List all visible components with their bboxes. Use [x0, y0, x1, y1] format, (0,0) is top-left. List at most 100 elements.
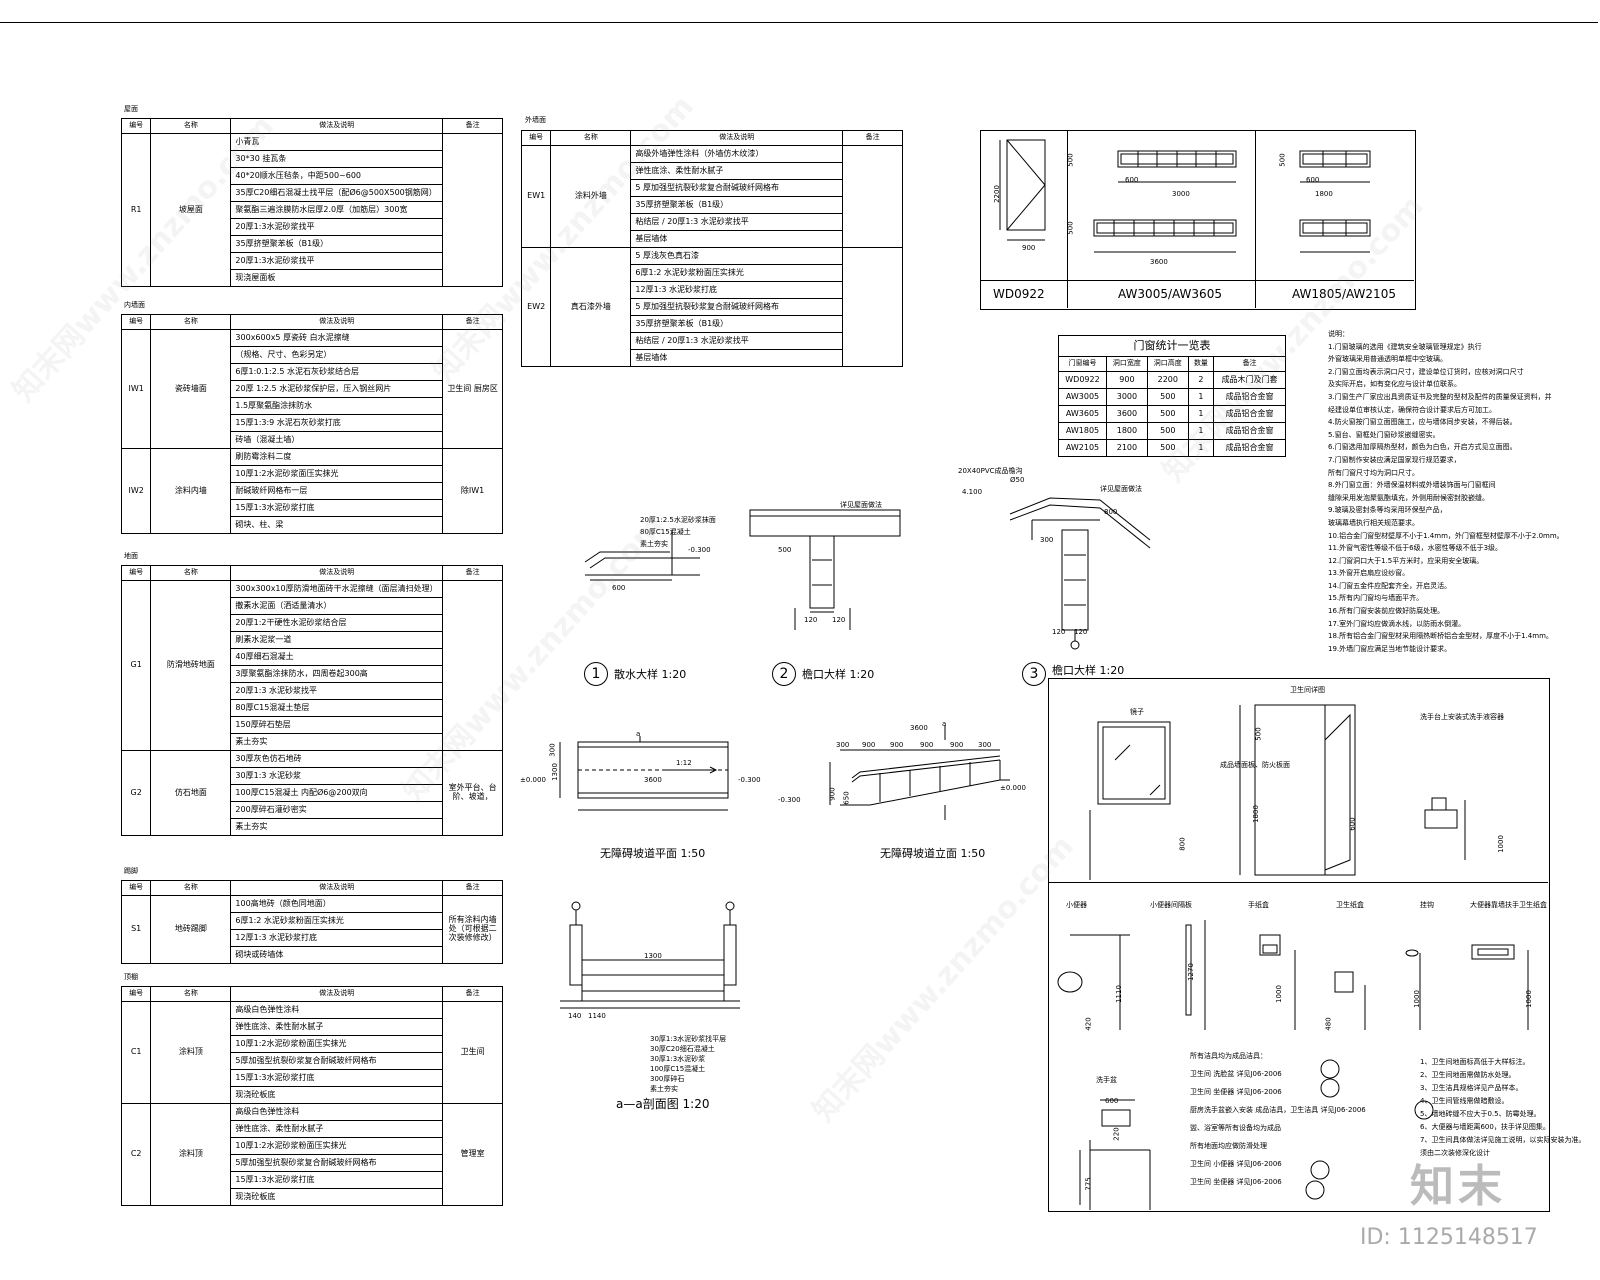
- toilet-label-a: 洗手台上安装式洗手液容器: [1420, 713, 1504, 721]
- detail-2-drawing: [749, 509, 901, 630]
- dim-a1-total: 3000: [1172, 190, 1190, 198]
- notes-line: 16.所有门窗安装前应做好防腐处理。: [1328, 607, 1445, 616]
- ceiling-remark: 管理室: [442, 1103, 503, 1206]
- ramp-elev-e1: ±0.000: [1000, 784, 1026, 792]
- floor-item: 素土夯实: [230, 818, 444, 836]
- interior-item: 砌块、柱、梁: [230, 516, 444, 534]
- ramp-plan-slope: 1:12: [676, 759, 692, 767]
- notes-line: 11.外窗气密性等级不低于6级，水密性等级不低于3级。: [1328, 544, 1503, 553]
- section-dim-1: 1140: [588, 1012, 606, 1020]
- section-note: 100厚C15混凝土: [650, 1065, 706, 1073]
- interior-header-row: 编号名称做法及说明备注: [120, 314, 503, 330]
- detail-1-note-1: 80厚C15混凝土: [640, 528, 691, 536]
- ramp-elev-seg-2: 900: [890, 741, 904, 749]
- ramp-elev-seg-1: 900: [862, 741, 876, 749]
- exterior-table-title: 外墙面: [525, 116, 546, 124]
- toilet-notes: 1、卫生间地面标高低于大样标注。2、卫生间地面需做防水处理。3、卫生洁具规格详见…: [1420, 1056, 1585, 1160]
- toilet-refs-title: 所有洁具均为成品洁具：: [1190, 1052, 1267, 1060]
- skirting-code: S1: [120, 895, 152, 964]
- ramp-plan-length: 3600: [644, 776, 662, 784]
- detail-1-title: 散水大样 1:20: [614, 668, 687, 681]
- window-aw3005: [1117, 150, 1237, 183]
- window-label-aw3005: AW3005/AW3605: [1118, 287, 1222, 301]
- detail-1-drawing: [584, 530, 700, 581]
- roof-code: R1: [120, 133, 152, 287]
- detail-2-title: 檐口大样 1:20: [802, 668, 875, 681]
- door-elevation: [1006, 139, 1046, 231]
- notes-line: 17.室外门窗均应做滴水线，以防雨水倒灌。: [1328, 619, 1466, 628]
- notes-line: 19.外墙门窗应满足当地节能设计要求。: [1328, 644, 1452, 653]
- detail-3-title: 檐口大样 1:20: [1052, 664, 1125, 677]
- dim-b-seg: 600: [1306, 176, 1320, 184]
- toilet-detail-frame: [1048, 678, 1550, 1212]
- ramp-plan-title: 无障碍坡道平面 1:50: [600, 847, 706, 860]
- notes-line: 12.门窗洞口大于1.5平方米时，应采用安全玻璃。: [1328, 556, 1484, 565]
- notes-line: 14.门窗五金件应配套齐全，开启灵活。: [1328, 581, 1452, 590]
- floor-code: G2: [120, 750, 152, 836]
- ramp-elev-seg-4: 900: [950, 741, 964, 749]
- notes-line: 8.外门窗立面：外墙保温材料或外墙装饰面与门窗框间: [1328, 481, 1496, 490]
- exterior-remark: [842, 145, 903, 248]
- toilet-sec-2: 手纸盒: [1248, 901, 1269, 909]
- dim-door-width: 900: [1022, 244, 1036, 252]
- ramp-plan-grid: a: [636, 730, 641, 738]
- notes-line: 4.防火窗按门窗立面图施工，应与墙体同步安装，不得后装。: [1328, 418, 1517, 427]
- floor-name: 仿石地面: [150, 750, 232, 836]
- floor-name: 防滑地砖地面: [150, 580, 232, 751]
- floor-remark: [442, 580, 503, 751]
- brand-logo: 知末: [1410, 1161, 1506, 1212]
- roof-table-title: 屋面: [124, 105, 138, 113]
- detail-3-note-0: 详见屋面做法: [1100, 485, 1142, 493]
- door-table-cell: AW2105: [1058, 439, 1107, 457]
- section-note: 素土夯实: [650, 1085, 678, 1093]
- exterior-item: 基层墙体: [630, 349, 844, 367]
- notes-line: 外窗玻璃采用普通透明单框中空玻璃。: [1328, 355, 1447, 364]
- toilet-ref: 卫生间 坐便器 详见J06-2006: [1190, 1178, 1282, 1186]
- ceiling-item: 现浇砼板底: [230, 1188, 444, 1206]
- notes-line: 5.窗台、窗框处门窗砂浆嵌缝密实。: [1328, 430, 1440, 439]
- section-drawing: [560, 901, 740, 1009]
- notes-line: 7.门窗制作安装应满足国家现行规范要求，: [1328, 455, 1461, 464]
- notes-line: 10.铝合金门窗型材壁厚不小于1.4mm，外门窗框型材壁厚不小于2.0mm。: [1328, 531, 1564, 540]
- notes-line: 及实际开启，如有变化应与设计单位联系。: [1328, 380, 1461, 389]
- toilet-ref: 卫生间 洗脸盆 详见J06-2006: [1190, 1070, 1282, 1078]
- toilet-ref: 所有地面均应做防滑处理: [1190, 1142, 1267, 1150]
- ramp-plan-elev-2: -0.300: [738, 776, 761, 784]
- table-row: 现浇屋面板: [122, 269, 503, 287]
- interior-name: 涂料内墙: [150, 448, 232, 534]
- toilet-detail-divider: [1048, 882, 1548, 883]
- door-table-header: 门窗编号洞口宽度洞口高度数量备注: [1058, 356, 1286, 372]
- table-row: 基层墙体: [522, 349, 903, 367]
- window-label-wd0922: WD0922: [993, 287, 1045, 301]
- toilet-note: 2、卫生间地面需做防水处理。: [1420, 1071, 1516, 1079]
- dim-b-total: 1800: [1315, 190, 1333, 198]
- detail-2-dim-0: 500: [778, 546, 792, 554]
- detail-1-note-0: 20厚1:2.5水泥砂浆抹面: [640, 516, 716, 524]
- detail-3-dim-1: 120: [1052, 628, 1066, 636]
- roof-name: 坡屋面: [150, 133, 232, 287]
- detail-2-note: 详见屋面做法: [840, 501, 882, 509]
- detail-3-drawing: [1009, 497, 1151, 650]
- door-table-cell: 成品铝合金窗: [1213, 439, 1286, 457]
- toilet-note: 4、卫生间管线需做暗敷设。: [1420, 1097, 1509, 1105]
- section-dim-0: 140: [568, 1012, 582, 1020]
- toilet-ref-circles: [1305, 1059, 1434, 1200]
- door-table-cell: WD0922: [1058, 371, 1107, 389]
- notes-line: 18.所有铝合金门窗型材采用隔热断桥铝合金型材，厚度不小于1.4mm。: [1328, 632, 1553, 641]
- toilet-dim: 600: [1105, 1097, 1119, 1105]
- floor-table-title: 地面: [124, 552, 138, 560]
- table-row: 砌块或砖墙体: [122, 946, 503, 964]
- skirting-item: 砌块或砖墙体: [230, 946, 444, 964]
- toilet-mirror: [1089, 721, 1171, 880]
